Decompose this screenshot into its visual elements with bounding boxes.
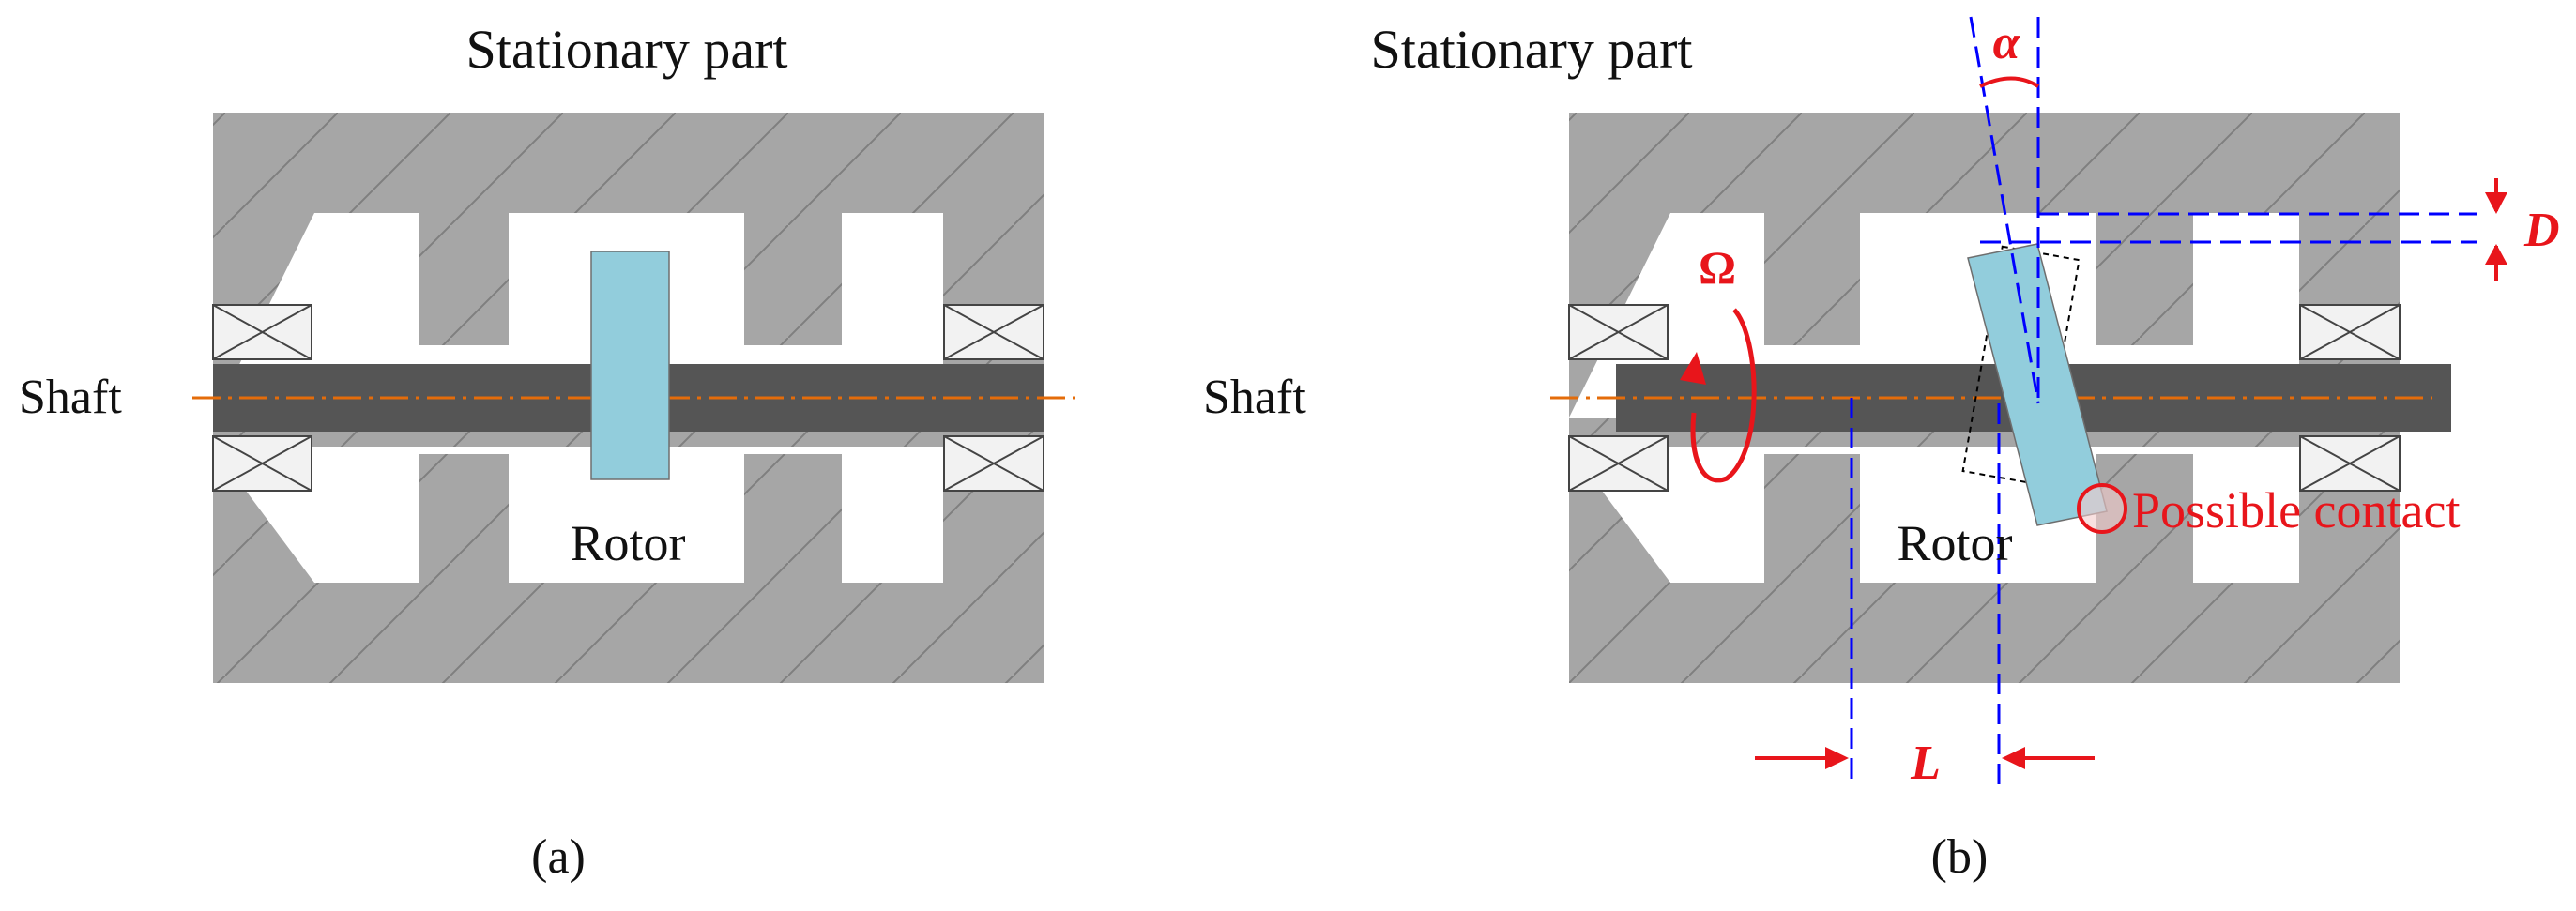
panel-b: Stationary part α D [1203,16,2560,884]
alpha-arc [1979,76,2040,88]
caption-a: (a) [531,830,586,884]
d-arrowhead-bottom [2485,244,2507,265]
contact-marker-circle [2077,483,2127,534]
d-arrowhead-top [2485,192,2507,214]
caption-b: (b) [1931,830,1989,884]
stationary-part-label-b: Stationary part [1370,19,1692,80]
rotor-a [590,251,670,480]
l-arrowhead-right [2002,747,2025,769]
shaft-label-b: Shaft [1203,371,1306,424]
d-symbol: D [2523,204,2560,257]
housing-a [213,113,1044,683]
alpha-symbol: α [1993,16,2021,69]
housing-b [1569,113,2400,683]
omega-symbol: Ω [1699,241,1736,294]
possible-contact-label: Possible contact [2132,482,2460,539]
shaft-label-a: Shaft [19,371,122,424]
stationary-part-label-a: Stationary part [465,19,787,80]
panel-a: Stationary part Shaft Rotor (a) [19,19,1075,884]
rotor-label-a: Rotor [570,515,685,571]
l-symbol: L [1910,736,1941,790]
omega-rotation-arrow [1690,308,1757,483]
rotor-label-b: Rotor [1897,515,2012,571]
alpha-reference-tilted [1969,16,2040,404]
rotor-original-outline-b [1961,245,2081,486]
omega-arrowhead [1680,352,1706,385]
l-arrowhead-left [1825,747,1849,769]
